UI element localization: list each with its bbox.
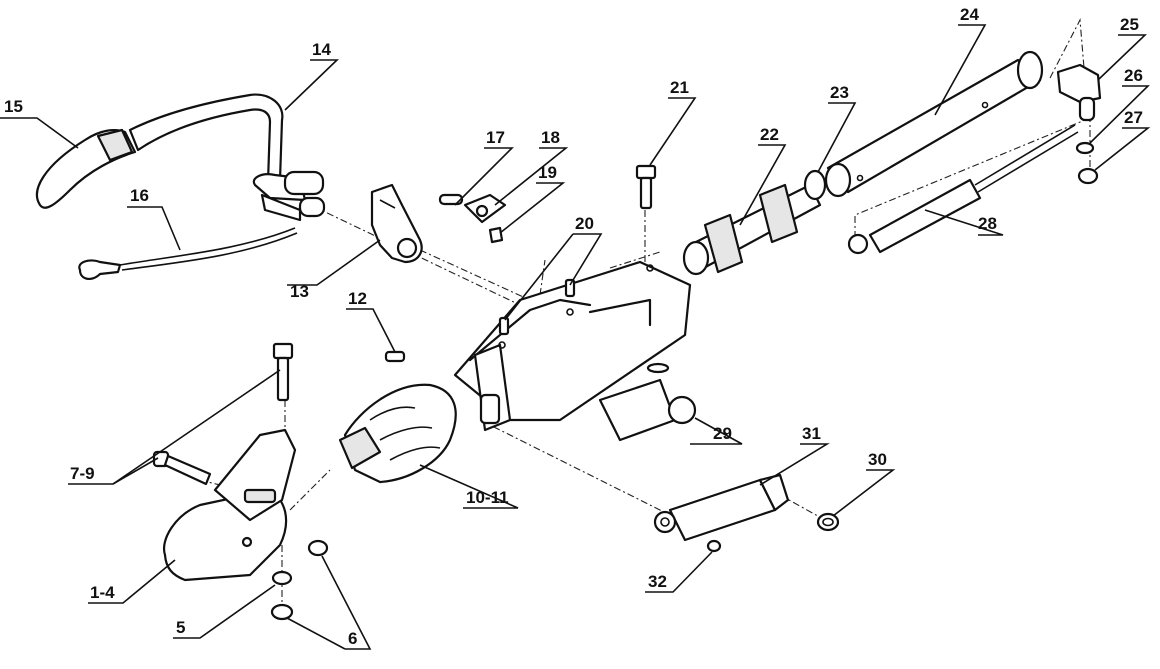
callout-28: 28 (978, 214, 997, 233)
part-12-bolt (384, 350, 406, 363)
part-vertical-bolt (272, 342, 294, 402)
part-20-grease-nipples (498, 278, 576, 336)
part-29-cap (667, 395, 697, 425)
callout-10-11: 10-11 (466, 488, 509, 507)
callout-16: 16 (130, 186, 149, 205)
callout-30: 30 (868, 450, 887, 469)
part-13-lever-bracket (370, 183, 423, 264)
callout-14: 14 (312, 40, 331, 59)
callout-25: 25 (1120, 15, 1139, 34)
callout-19: 19 (538, 163, 557, 182)
part-22-spring-element (682, 183, 822, 276)
callout-17: 17 (486, 128, 505, 147)
callout-21: 21 (670, 78, 689, 97)
callout-18: 18 (541, 128, 560, 147)
part-7-9-bolt (152, 450, 212, 486)
part-24-drawbar-tube (824, 50, 1044, 198)
part-31-shock-absorber (653, 473, 790, 542)
part-14-handle-bar (128, 93, 326, 222)
parts-17-19-pin-clevis-clip (438, 193, 507, 244)
callout-24: 24 (960, 5, 979, 24)
callout-labels: 15 14 16 13 17 18 19 20 21 22 23 24 25 2… (4, 5, 1143, 648)
callout-13: 13 (290, 282, 309, 301)
callout-20: 20 (575, 214, 594, 233)
parts-5-6-washer-nuts (270, 539, 329, 621)
part-30-ring (816, 512, 840, 532)
callout-5: 5 (176, 618, 185, 637)
part-23-ring (803, 169, 827, 201)
callout-15: 15 (4, 97, 23, 116)
part-1-4-coupling-head (162, 428, 297, 582)
callout-leaders (0, 24, 1151, 650)
parts-25-27-bracket-washer-nut (1056, 63, 1102, 185)
callout-27: 27 (1124, 108, 1143, 127)
part-15-handle-grip (35, 128, 137, 209)
part-10-11-bellows (338, 383, 457, 484)
callout-12: 12 (348, 289, 367, 308)
main-frame-plate (453, 260, 692, 442)
callout-32: 32 (648, 572, 667, 591)
part-28-damper (847, 124, 1079, 255)
callout-26: 26 (1124, 66, 1143, 85)
callout-6: 6 (348, 629, 357, 648)
callout-1-4: 1-4 (90, 583, 115, 602)
callout-7-9: 7-9 (70, 464, 95, 483)
part-16-safety-cable (78, 227, 298, 280)
part-32-nut (706, 539, 722, 553)
callout-22: 22 (760, 125, 779, 144)
callout-23: 23 (830, 83, 849, 102)
callout-29: 29 (713, 424, 732, 443)
part-21-bolt (635, 164, 657, 210)
callout-31: 31 (802, 424, 821, 443)
